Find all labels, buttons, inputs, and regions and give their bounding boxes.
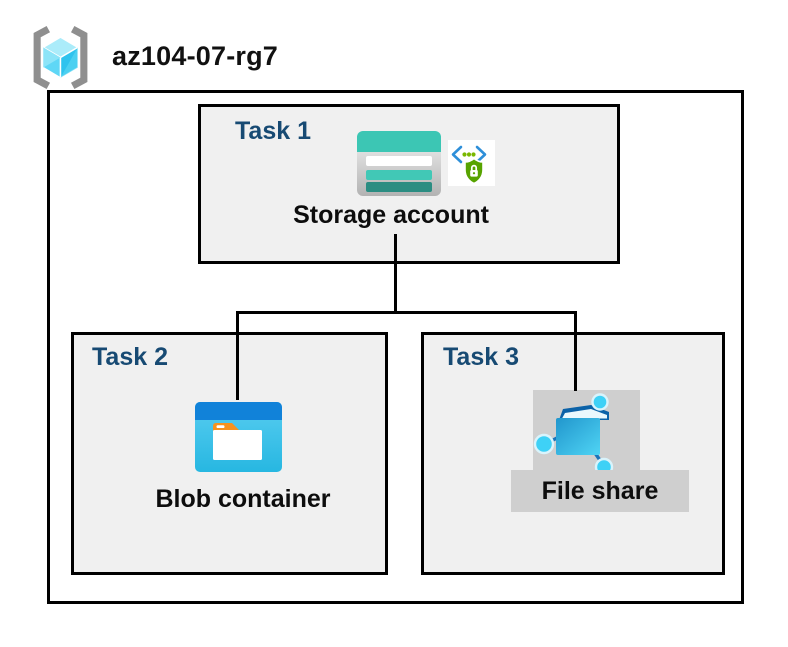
task3-label: Task 3: [443, 343, 519, 371]
storage-account-icon: [357, 131, 441, 196]
sas-lock-icon: [448, 140, 495, 186]
resource-group-title: az104-07-rg7: [112, 41, 278, 71]
file-share-label: File share: [541, 476, 659, 505]
task2-box: Task 2 Blob container: [71, 332, 388, 575]
file-share-icon: [533, 390, 640, 477]
storage-account-label: Storage account: [293, 201, 489, 229]
blob-container-label: Blob container: [155, 485, 331, 513]
task3-box: Task 3 File share: [421, 332, 725, 575]
connector-storage-stem: [394, 234, 397, 312]
resource-group-icon: [33, 25, 88, 90]
task1-box: Task 1 Storage account: [198, 104, 620, 264]
connector-horizontal: [236, 311, 577, 314]
connector-to-blob-container: [236, 311, 239, 400]
task1-label: Task 1: [235, 117, 311, 145]
task2-label: Task 2: [92, 343, 168, 371]
connector-to-file-share: [574, 311, 577, 391]
file-share-label-band: File share: [511, 470, 689, 512]
blob-container-icon: [195, 402, 282, 472]
